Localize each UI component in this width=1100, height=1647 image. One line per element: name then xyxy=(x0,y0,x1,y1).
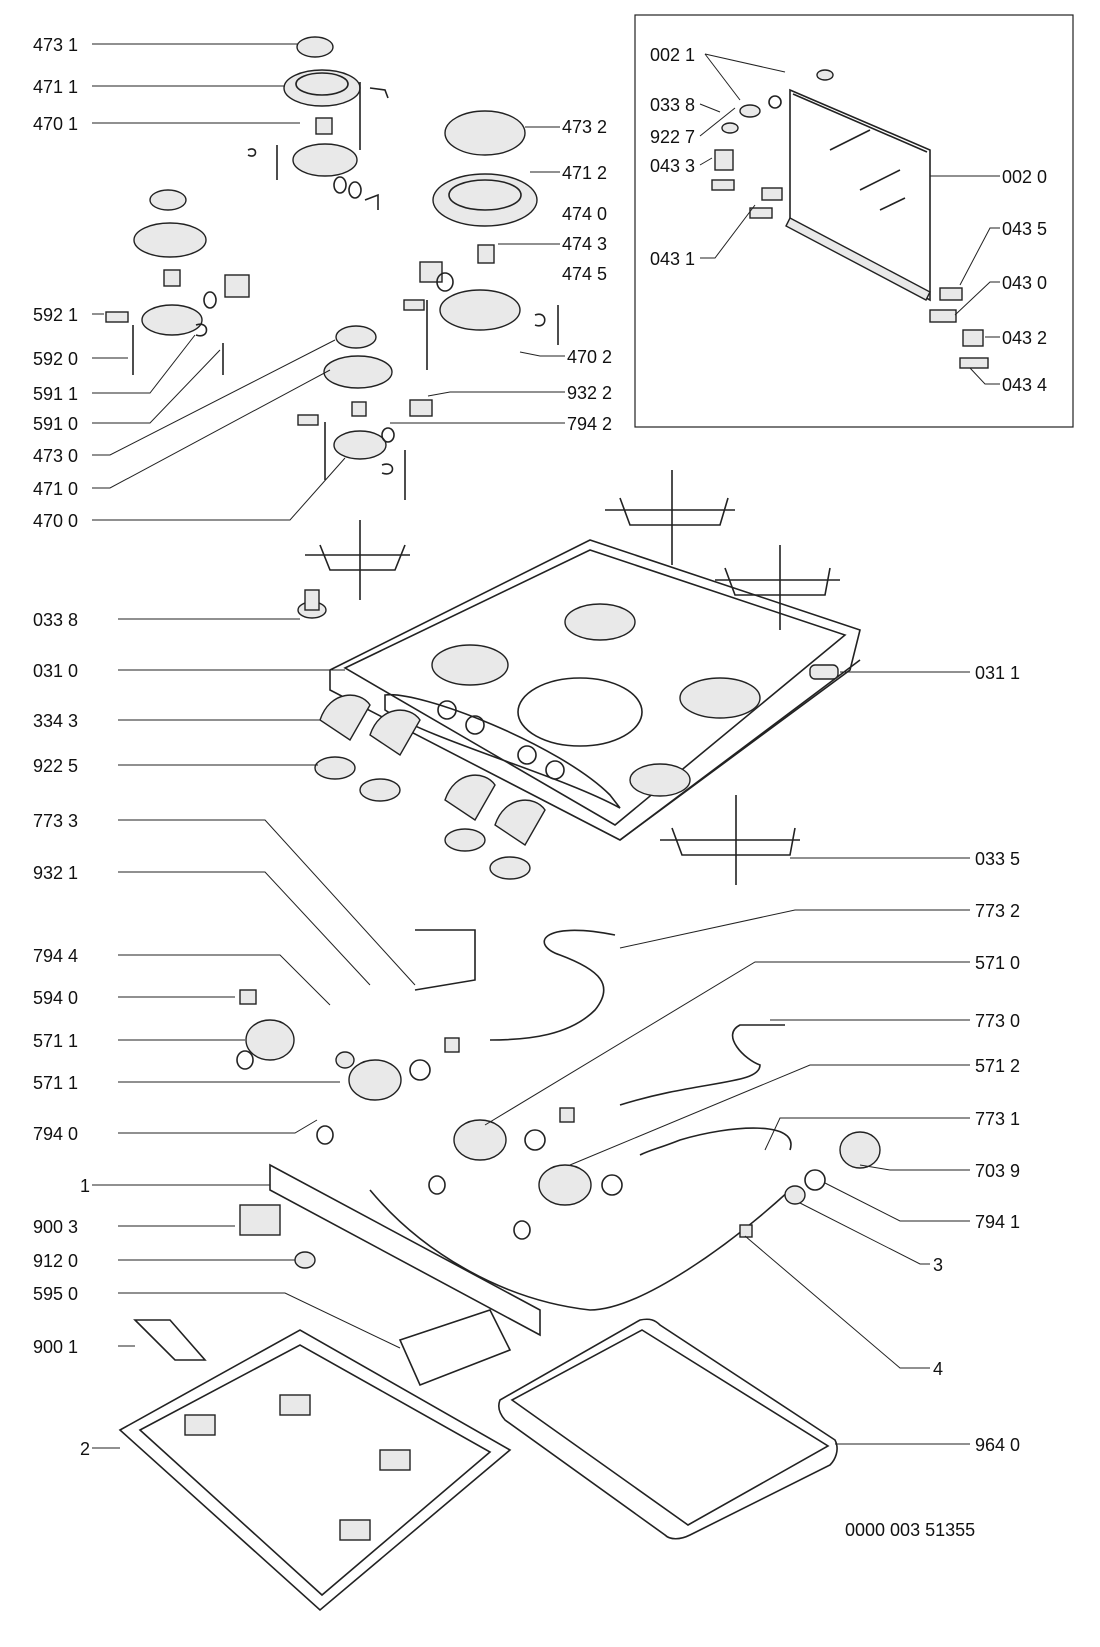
callout-773-2: 773 2 xyxy=(975,901,1020,921)
callout-794-4: 794 4 xyxy=(33,946,78,966)
glass-lid-inset xyxy=(634,14,1074,428)
callout-773-3: 773 3 xyxy=(33,811,78,831)
small-burner-assembly-2 xyxy=(105,189,250,375)
small-burner-assembly-3 xyxy=(297,325,433,500)
callout-964-0: 964 0 xyxy=(975,1435,1020,1455)
callout-794-0: 794 0 xyxy=(33,1124,78,1144)
callout-002-0: 002 0 xyxy=(1002,167,1047,187)
callout-031-0: 031 0 xyxy=(33,661,78,681)
pan-supports xyxy=(305,470,840,885)
knob-and-seals xyxy=(297,589,546,880)
callout-592-0: 592 0 xyxy=(33,349,78,369)
callout-592-1: 592 1 xyxy=(33,305,78,325)
callout-473-1: 473 1 xyxy=(33,35,78,55)
callout-043-2: 043 2 xyxy=(1002,328,1047,348)
callout-043-3: 043 3 xyxy=(650,156,695,176)
gas-pipes-and-valves xyxy=(236,929,881,1311)
callout-473-2: 473 2 xyxy=(562,117,607,137)
callout-922-5: 922 5 xyxy=(33,756,78,776)
callout-474-3: 474 3 xyxy=(562,234,607,254)
callout-591-0: 591 0 xyxy=(33,414,78,434)
callout-794-2: 794 2 xyxy=(567,414,612,434)
callout-470-1: 470 1 xyxy=(33,114,78,134)
callout-932-1: 932 1 xyxy=(33,863,78,883)
cooktop-plate xyxy=(329,539,861,841)
bottom-tray-and-frame xyxy=(118,1163,838,1612)
callout-043-5: 043 5 xyxy=(1002,219,1047,239)
callout-594-0: 594 0 xyxy=(33,988,78,1008)
callout-471-1: 471 1 xyxy=(33,77,78,97)
callout-900-3: 900 3 xyxy=(33,1217,78,1237)
callout-470-0: 470 0 xyxy=(33,511,78,531)
callout-773-1: 773 1 xyxy=(975,1109,1020,1129)
small-burner-assembly-1 xyxy=(247,36,389,210)
callout-571-2: 571 2 xyxy=(975,1056,1020,1076)
callout-703-9: 703 9 xyxy=(975,1161,1020,1181)
callout-033-8: 033 8 xyxy=(33,610,78,630)
callout-471-2: 471 2 xyxy=(562,163,607,183)
callout-595-0: 595 0 xyxy=(33,1284,78,1304)
callout-474-0: 474 0 xyxy=(562,204,607,224)
callout-470-2: 470 2 xyxy=(567,347,612,367)
callout-043-1: 043 1 xyxy=(650,249,695,269)
callout-474-5: 474 5 xyxy=(562,264,607,284)
callout-031-1: 031 1 xyxy=(975,663,1020,683)
leader-lines xyxy=(92,43,1000,1449)
callout-2: 2 xyxy=(80,1439,90,1459)
callout-002-1: 002 1 xyxy=(650,45,695,65)
callout-900-1: 900 1 xyxy=(33,1337,78,1357)
callout-794-1: 794 1 xyxy=(975,1212,1020,1232)
callout-334-3: 334 3 xyxy=(33,711,78,731)
callout-571-0: 571 0 xyxy=(975,953,1020,973)
callout-4: 4 xyxy=(933,1359,943,1379)
callout-043-0: 043 0 xyxy=(1002,273,1047,293)
large-burner-assembly xyxy=(403,110,559,370)
callout-571-1-upper: 571 1 xyxy=(33,1031,78,1051)
callout-033-8-inset: 033 8 xyxy=(650,95,695,115)
callout-922-7: 922 7 xyxy=(650,127,695,147)
callout-591-1: 591 1 xyxy=(33,384,78,404)
callout-932-2: 932 2 xyxy=(567,383,612,403)
callout-912-0: 912 0 xyxy=(33,1251,78,1271)
callout-1: 1 xyxy=(80,1176,90,1196)
callout-033-5: 033 5 xyxy=(975,849,1020,869)
callout-773-0: 773 0 xyxy=(975,1011,1020,1031)
callout-571-1-lower: 571 1 xyxy=(33,1073,78,1093)
diagram-code: 0000 003 51355 xyxy=(845,1520,975,1540)
callout-471-0: 471 0 xyxy=(33,479,78,499)
callout-labels: 473 1 471 1 470 1 473 2 471 2 474 0 474 … xyxy=(33,35,1047,1540)
callout-473-0: 473 0 xyxy=(33,446,78,466)
callout-3: 3 xyxy=(933,1255,943,1275)
callout-043-4: 043 4 xyxy=(1002,375,1047,395)
